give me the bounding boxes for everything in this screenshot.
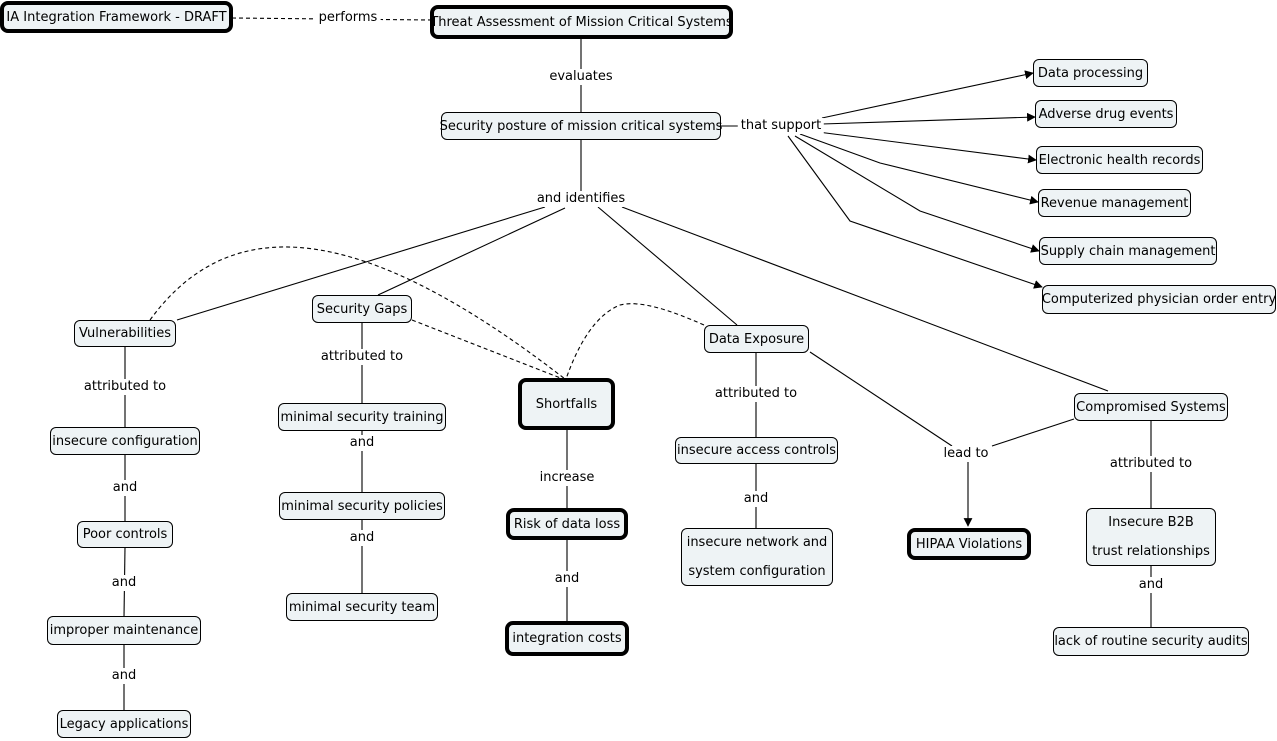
concept-security-gaps[interactable]: Security Gaps [312,295,412,323]
concept-insecure-configuration[interactable]: insecure configuration [50,427,200,455]
link-and: and [740,491,772,507]
edge-exposure-leadto [809,351,953,447]
edge-identifies-compromised [621,206,1109,392]
edge-support-data-processing [821,70,1034,119]
link-attributed-to: attributed to [80,379,170,395]
concept-insecure-b2b-trust[interactable]: Insecure B2B trust relationships [1086,508,1216,566]
concept-lack-of-security-audits[interactable]: lack of routine security audits [1053,627,1249,656]
edge-dashed-exposure-shortfalls [565,303,705,380]
edge-dashed-gaps-shortfalls [411,319,564,380]
link-and: and [346,530,378,546]
concept-shortfalls[interactable]: Shortfalls [518,378,615,430]
concept-improper-maintenance[interactable]: improper maintenance [47,616,201,645]
edge-identifies-vulnerabilities [176,206,546,321]
link-and: and [109,480,141,496]
concept-adverse-drug-events[interactable]: Adverse drug events [1035,100,1177,128]
concept-insecure-network-line2: system configuration [688,564,826,579]
concept-revenue-management[interactable]: Revenue management [1038,189,1191,217]
concept-supply-chain-management[interactable]: Supply chain management [1039,237,1217,265]
concept-insecure-network-config[interactable]: insecure network and system configuratio… [681,528,833,586]
link-lead-to: lead to [940,446,992,462]
edge-support-cpoe [787,135,1043,289]
concept-data-exposure[interactable]: Data Exposure [704,325,809,353]
link-and: and [108,575,140,591]
concept-ia-integration-framework[interactable]: IA Integration Framework - DRAFT [0,1,233,33]
concept-security-posture[interactable]: Security posture of mission critical sys… [440,112,722,140]
link-performs: performs [315,10,381,26]
concept-b2b-line2: trust relationships [1092,544,1210,559]
concept-integration-costs[interactable]: integration costs [505,621,629,656]
link-increase: increase [536,470,598,486]
link-attributed-to: attributed to [1106,456,1196,472]
concept-b2b-line1: Insecure B2B [1108,515,1194,530]
edge-support-ehr [817,131,1037,164]
link-and-identifies: and identifies [533,191,629,207]
edge-support-revenue [799,133,1039,205]
concept-minimal-security-team[interactable]: minimal security team [286,593,438,621]
edge-identifies-gaps [377,207,566,296]
concept-poor-controls[interactable]: Poor controls [77,521,173,548]
link-attributed-to: attributed to [711,386,801,402]
edge-identifies-exposure [597,206,738,326]
link-and: and [346,435,378,451]
concept-legacy-applications[interactable]: Legacy applications [57,710,191,738]
link-and: and [551,571,583,587]
edge-compromised-leadto [991,418,1075,447]
concept-threat-assessment[interactable]: Threat Assessment of Mission Critical Sy… [430,5,733,39]
link-that-support: that support [737,118,825,134]
concept-risk-of-data-loss[interactable]: Risk of data loss [506,508,628,540]
edge-support-adverse-drug [821,112,1036,125]
concept-hipaa-violations[interactable]: HIPAA Violations [907,528,1031,560]
link-evaluates: evaluates [546,69,616,85]
concept-compromised-systems[interactable]: Compromised Systems [1074,393,1228,421]
link-attributed-to: attributed to [317,349,407,365]
concept-minimal-security-policies[interactable]: minimal security policies [279,492,445,520]
concept-insecure-access-controls[interactable]: insecure access controls [675,437,838,464]
concept-data-processing[interactable]: Data processing [1033,59,1148,87]
concept-minimal-security-training[interactable]: minimal security training [278,403,446,431]
concept-computerized-physician-order-entry[interactable]: Computerized physician order entry [1042,285,1276,314]
concept-insecure-network-line1: insecure network and [686,535,828,550]
edge-dashed-vulnerabilities-shortfalls [149,246,566,380]
link-and: and [1135,577,1167,593]
edge-support-supply-chain [794,135,1040,253]
concept-vulnerabilities[interactable]: Vulnerabilities [74,320,176,347]
link-and: and [108,668,140,684]
concept-electronic-health-records[interactable]: Electronic health records [1036,146,1203,174]
